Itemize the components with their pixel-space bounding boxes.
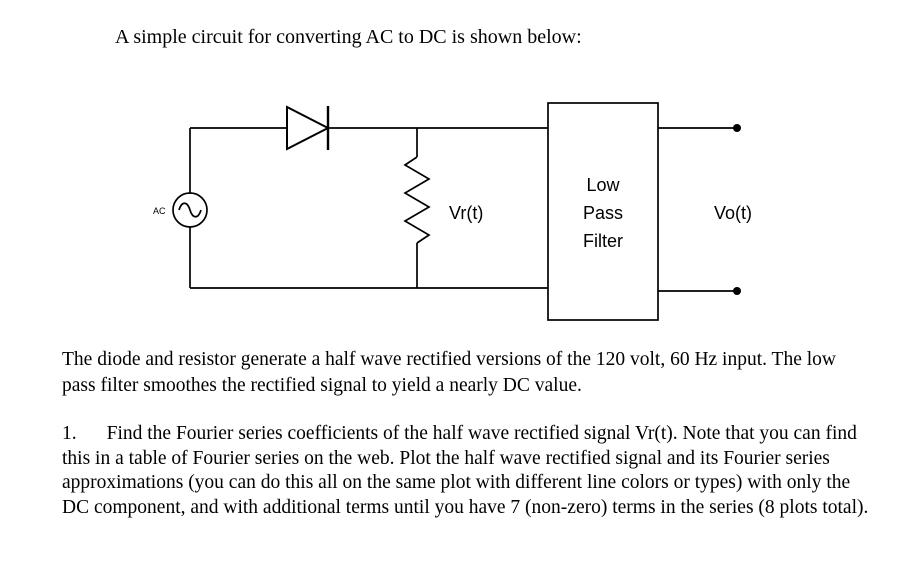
output-terminal-dot	[733, 287, 741, 295]
filter-label-line1: Low	[586, 175, 620, 195]
problem-number: 1.	[62, 423, 77, 444]
filter-label-line2: Pass	[583, 203, 623, 223]
problem-text: Find the Fourier series coefficients of …	[62, 423, 869, 518]
sine-wave-icon	[178, 202, 202, 218]
resistor-voltage-label: Vr(t)	[449, 203, 483, 223]
output-voltage-label: Vo(t)	[714, 203, 752, 223]
page-title: A simple circuit for converting AC to DC…	[115, 26, 582, 48]
problem-statement: 1.Find the Fourier series coefficients o…	[62, 422, 872, 520]
filter-label-line3: Filter	[583, 231, 623, 251]
diode-icon	[286, 105, 331, 151]
low-pass-filter-box	[547, 102, 659, 321]
resistor-icon	[403, 156, 431, 244]
description-paragraph: The diode and resistor generate a half w…	[62, 349, 836, 396]
output-terminal-dot	[733, 124, 741, 132]
ac-source-label: AC	[153, 206, 166, 216]
